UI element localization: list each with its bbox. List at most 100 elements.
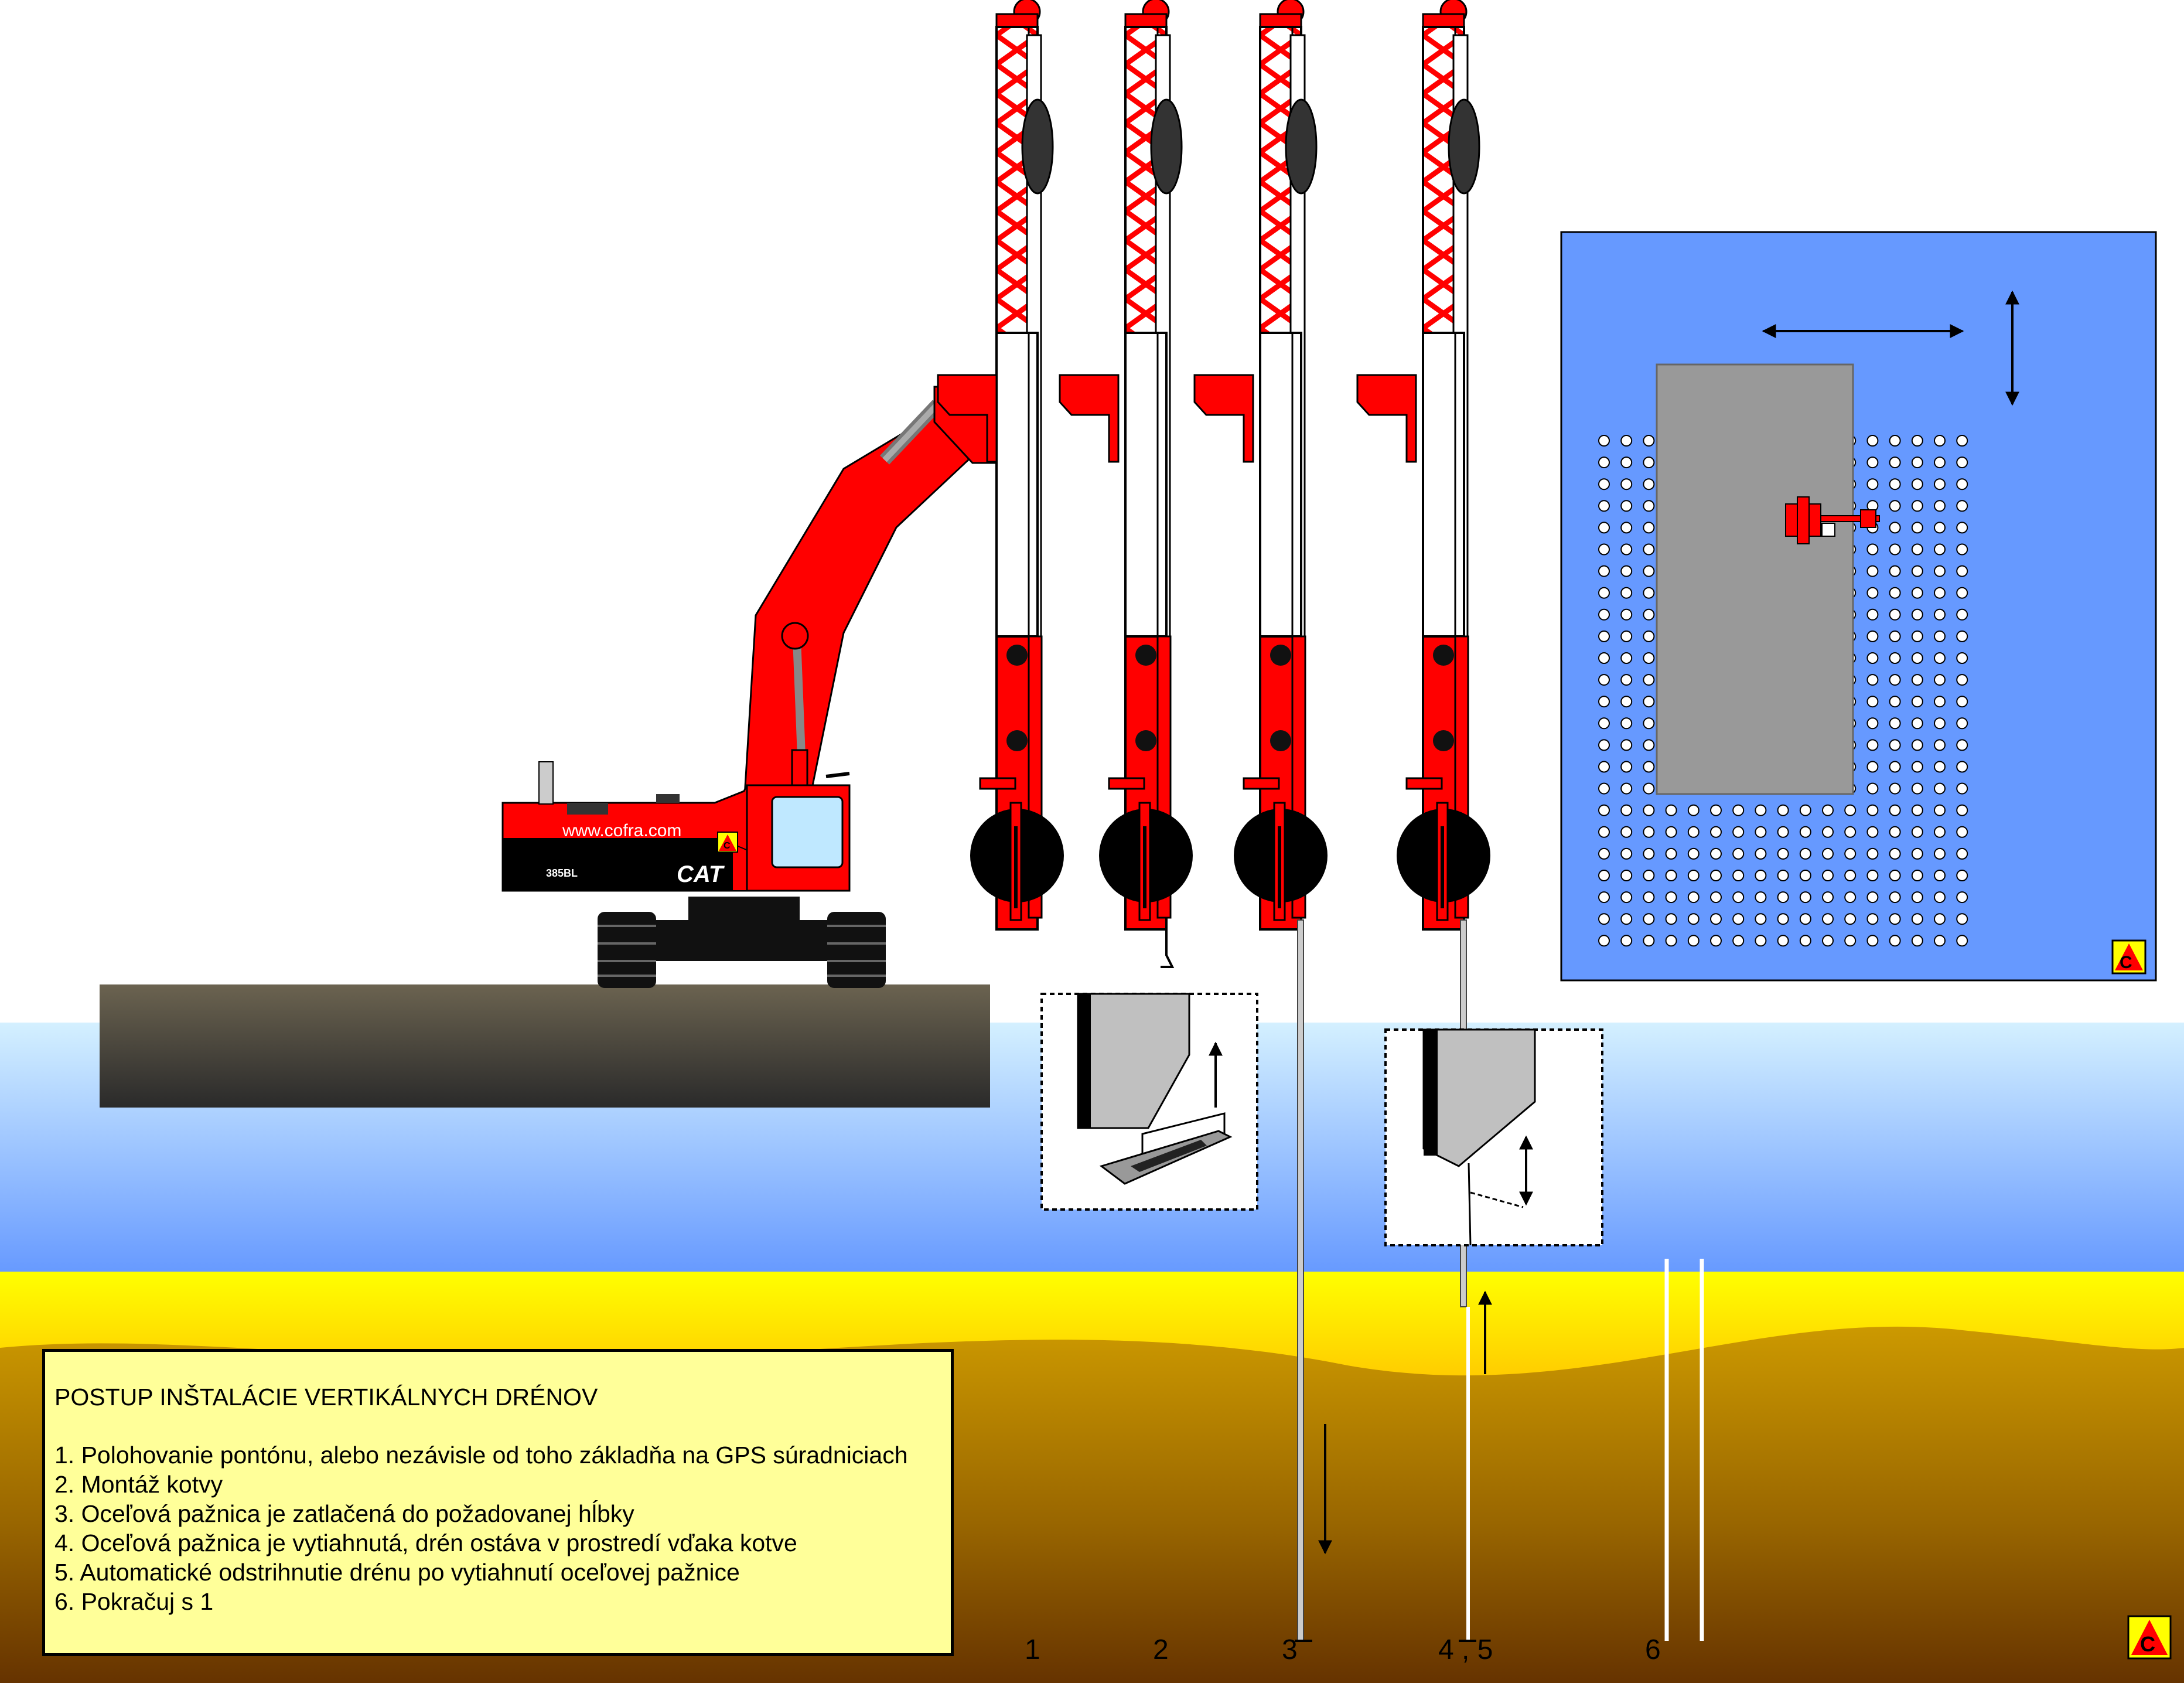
cofra-logo-icon: C xyxy=(2111,939,2147,975)
drain-dot xyxy=(1866,674,1879,686)
drain-dot xyxy=(1934,630,1946,642)
drain-dot xyxy=(1934,761,1946,773)
drain-dot xyxy=(1777,804,1789,816)
drain-dot xyxy=(1643,478,1655,490)
drain-dot xyxy=(1956,630,1968,642)
drain-dot xyxy=(1911,478,1923,490)
legend-step-4: 4. Oceľová pažnica je vytiahnutá, drén o… xyxy=(54,1529,797,1556)
drain-dot xyxy=(1866,761,1879,773)
drain-dot xyxy=(1643,587,1655,599)
drain-dot xyxy=(1755,847,1767,860)
drain-dot xyxy=(1799,935,1811,947)
svg-text:C: C xyxy=(724,841,731,851)
drain-dot xyxy=(1889,522,1901,534)
machine-website: www.cofra.com xyxy=(562,821,681,840)
drain-dot xyxy=(1956,717,1968,730)
drain-dot xyxy=(1620,456,1633,469)
drain-dot xyxy=(1934,739,1946,751)
drain-dot xyxy=(1755,870,1767,881)
drain-dot xyxy=(1598,674,1610,686)
drain-dot xyxy=(1620,608,1633,621)
drain-dot xyxy=(1620,739,1633,751)
drain-dot xyxy=(1643,717,1655,730)
drain-dot xyxy=(1866,652,1879,664)
excavator: www.cofra.com 385BL CAT C xyxy=(501,386,997,988)
drain-dot xyxy=(1889,500,1901,512)
drain-dot xyxy=(1889,587,1901,599)
drain-dot xyxy=(1620,826,1633,838)
drain-dot xyxy=(1889,435,1901,447)
drain-dot xyxy=(1643,630,1655,642)
drain-dot xyxy=(1934,696,1946,708)
drain-dot xyxy=(1956,826,1968,838)
drain-dot xyxy=(1844,826,1857,838)
drain-dot xyxy=(1934,913,1946,925)
drain-dot xyxy=(1866,891,1879,904)
drain-dot xyxy=(1598,913,1610,925)
drain-dot xyxy=(1889,696,1901,708)
drain-dot xyxy=(1777,913,1789,925)
drain-dot xyxy=(1844,804,1857,816)
drain-dot xyxy=(1956,935,1968,947)
drain-dot xyxy=(1956,543,1968,556)
drain-dot xyxy=(1911,674,1923,686)
drain-dot xyxy=(1710,847,1722,860)
drain-dot xyxy=(1598,500,1610,512)
drain-dot xyxy=(1799,847,1811,860)
drain-dot xyxy=(1911,500,1923,512)
rig-4 xyxy=(1356,0,1492,931)
drain-dot xyxy=(1665,891,1677,904)
drain-dot xyxy=(1620,630,1633,642)
drain-dot xyxy=(1889,543,1901,556)
drain-dot xyxy=(1956,804,1968,816)
drain-dot xyxy=(1598,543,1610,556)
drain-dot xyxy=(1934,543,1946,556)
drain-dot xyxy=(1889,674,1901,686)
drain-dot xyxy=(1911,804,1923,816)
drain-dot xyxy=(1598,608,1610,621)
drain-dot xyxy=(1620,478,1633,490)
drain-dot xyxy=(1911,565,1923,577)
drain-dot xyxy=(1643,935,1655,947)
drain-dot xyxy=(1911,782,1923,795)
drain-dot xyxy=(1889,761,1901,773)
drain-dot xyxy=(1755,913,1767,925)
drain-dot xyxy=(1889,891,1901,904)
drain-dot xyxy=(1620,935,1633,947)
legend-step-1: 1. Polohovanie pontónu, alebo nezávisle … xyxy=(54,1442,908,1469)
drain-dot xyxy=(1956,674,1968,686)
drain-dot xyxy=(1934,652,1946,664)
drain-dot xyxy=(1889,478,1901,490)
drain-dot xyxy=(1598,761,1610,773)
drain-dot xyxy=(1934,826,1946,838)
drain-dot xyxy=(1710,891,1722,904)
drain-dot xyxy=(1687,870,1700,881)
drain-dot xyxy=(1889,456,1901,469)
svg-text:C: C xyxy=(2140,1632,2155,1656)
drain-dot xyxy=(1643,826,1655,838)
drain-dot xyxy=(1643,522,1655,534)
drain-dot xyxy=(1687,826,1700,838)
legend-step-2: 2. Montáž kotvy xyxy=(54,1471,223,1498)
drain-dot xyxy=(1956,847,1968,860)
drain-dot xyxy=(1889,565,1901,577)
drain-dot xyxy=(1934,608,1946,621)
drain-dot xyxy=(1911,826,1923,838)
drain-dot xyxy=(1620,565,1633,577)
drain-dot xyxy=(1889,826,1901,838)
drain-dot xyxy=(1956,456,1968,469)
legend-box: POSTUP INŠTALÁCIE VERTIKÁLNYCH DRÉNOV 1.… xyxy=(42,1349,954,1656)
drain-dot xyxy=(1822,913,1834,925)
drain-dot xyxy=(1844,935,1857,947)
pontoon xyxy=(100,984,990,1108)
drain-dot xyxy=(1710,935,1722,947)
drain-dot xyxy=(1934,782,1946,795)
drain-dot xyxy=(1889,652,1901,664)
drain-dot xyxy=(1620,847,1633,860)
drain-dot xyxy=(1620,674,1633,686)
step-label-2: 2 xyxy=(1153,1634,1169,1665)
legend-title: POSTUP INŠTALÁCIE VERTIKÁLNYCH DRÉNOV xyxy=(54,1384,598,1411)
drain-dot xyxy=(1620,913,1633,925)
drain-dot xyxy=(1777,870,1789,881)
casing-pipe-3 xyxy=(1297,919,1304,1641)
